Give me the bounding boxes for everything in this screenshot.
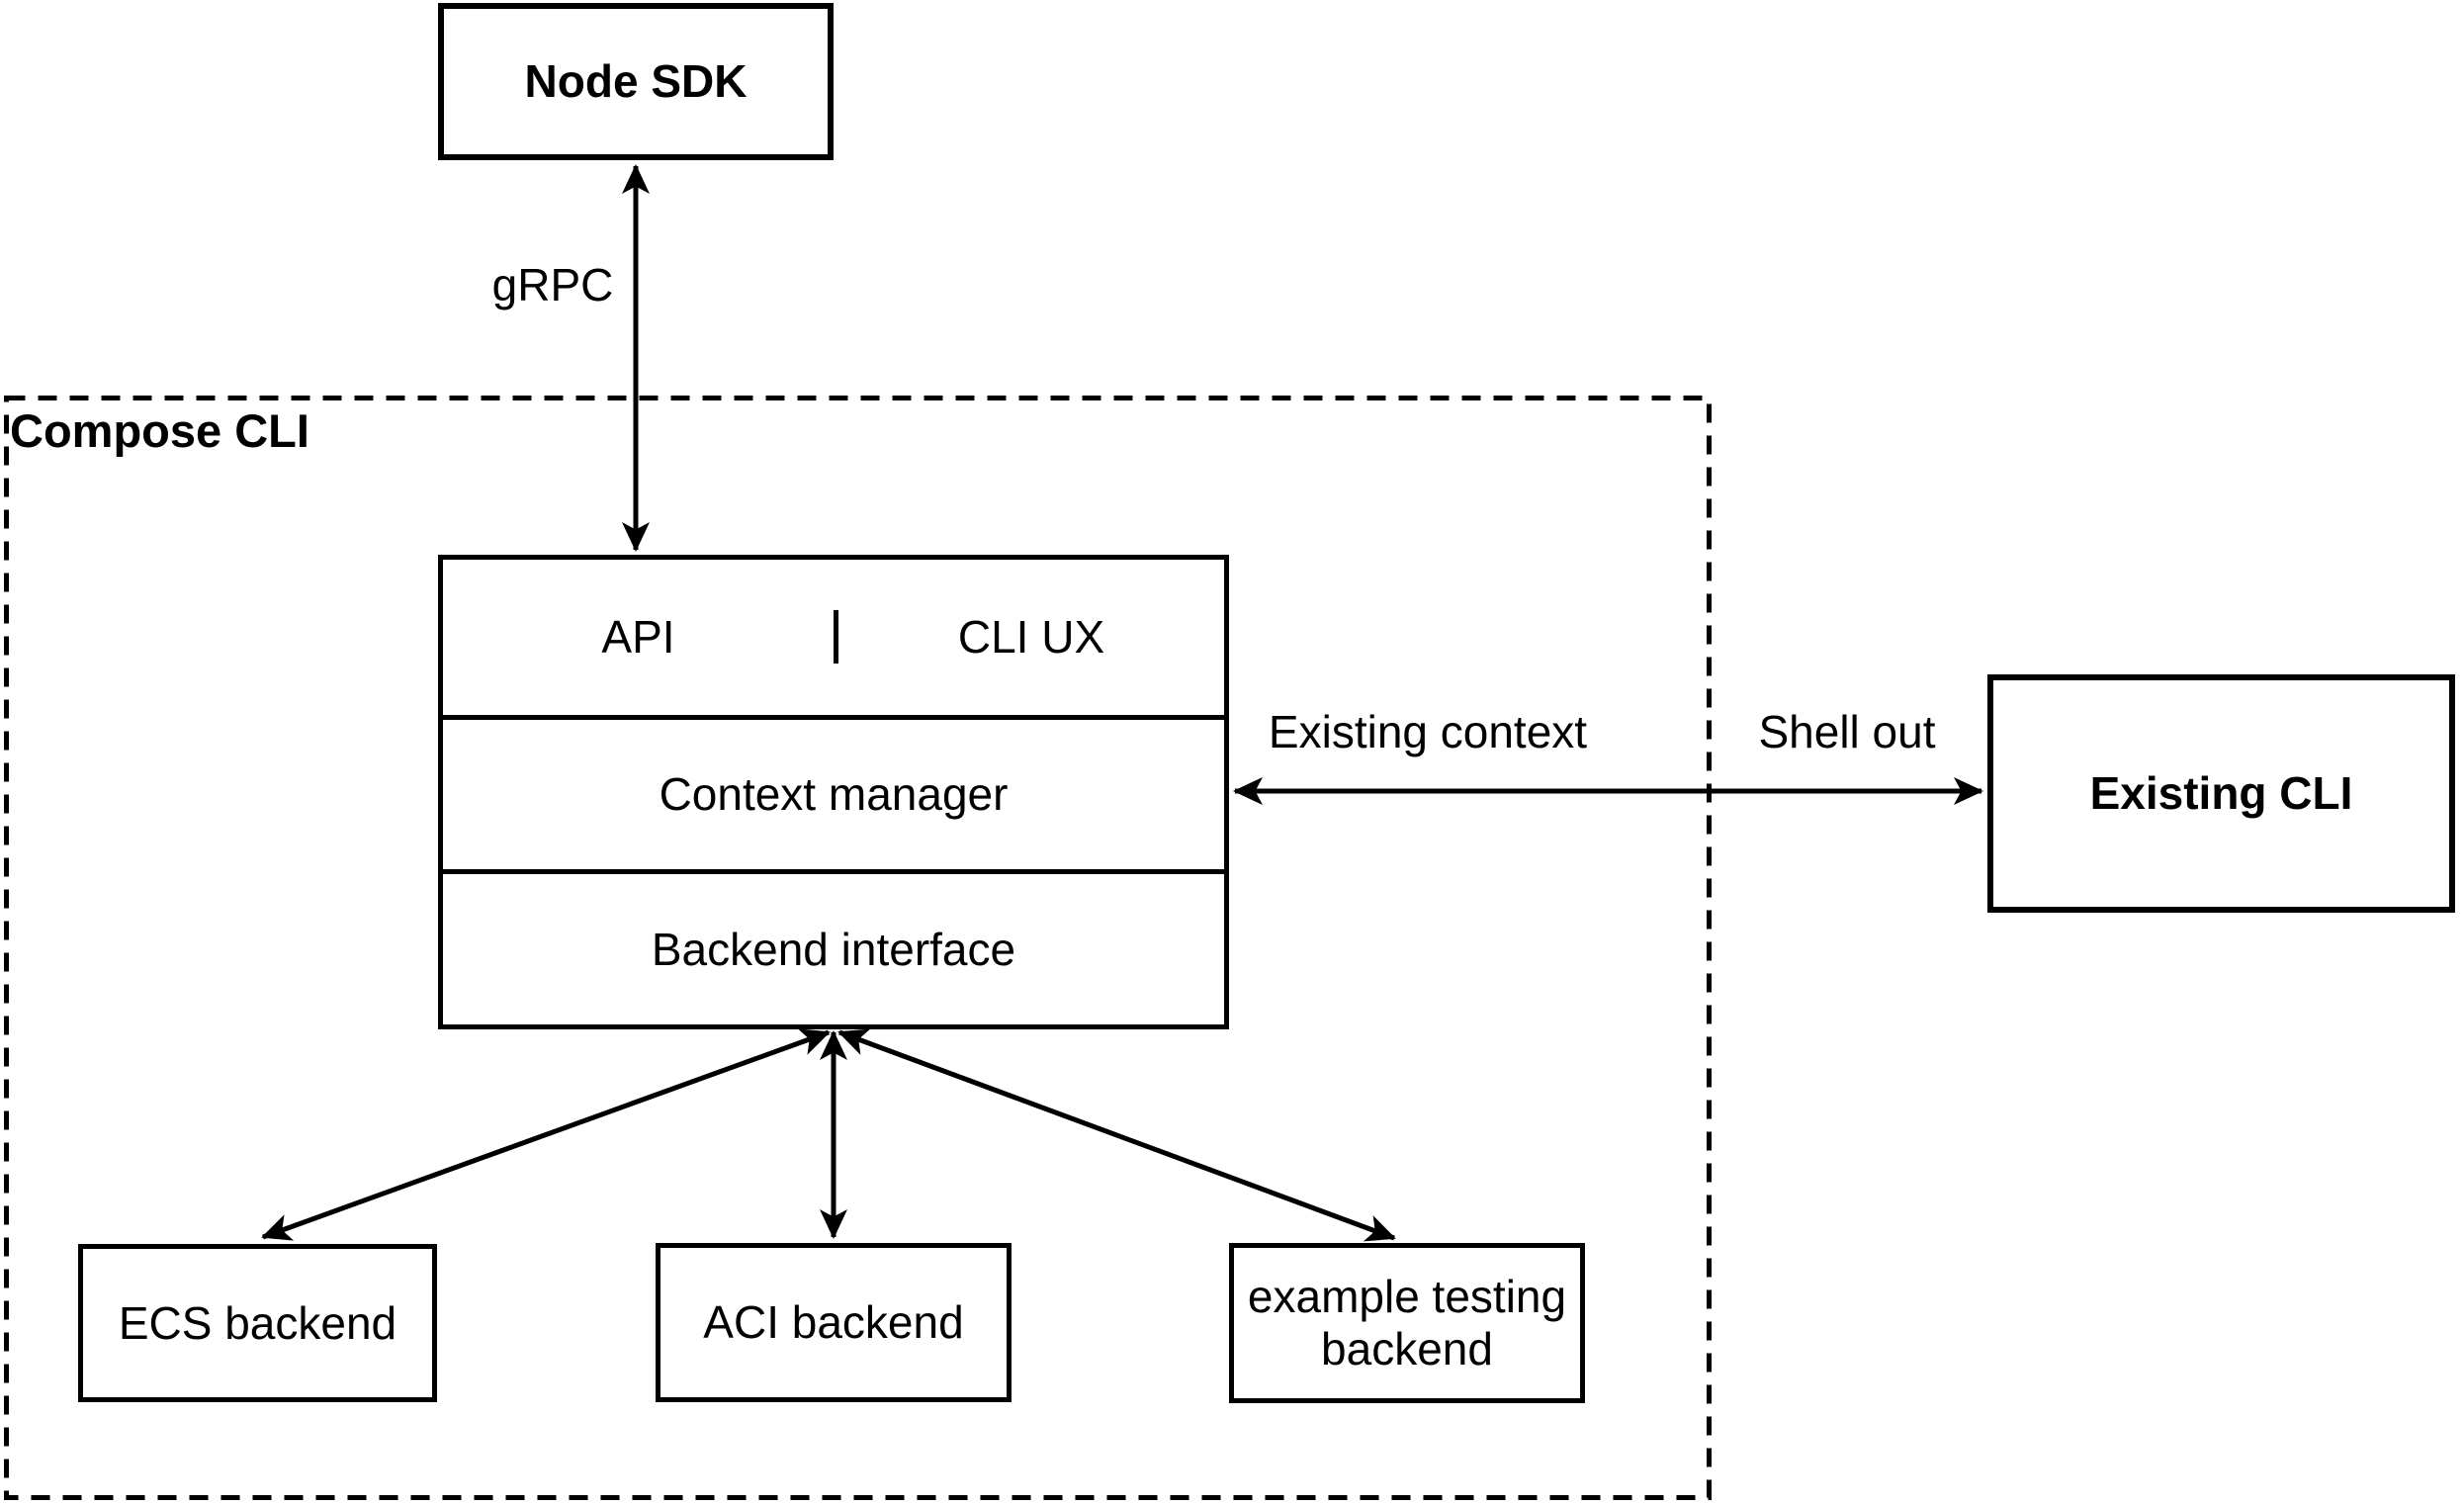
ecs-backend-label: ECS backend bbox=[118, 1296, 397, 1349]
existing-context-edge-label: Existing context bbox=[1264, 705, 1592, 758]
cli-ux-label: CLI UX bbox=[957, 611, 1105, 664]
backend-interface-label: Backend interface bbox=[651, 924, 1016, 976]
shell-out-edge-label: Shell out bbox=[1754, 705, 1940, 758]
api-label: API bbox=[601, 611, 675, 664]
compose-cli-container-label: Compose CLI bbox=[10, 404, 309, 457]
api-cell: API bbox=[443, 610, 834, 664]
cli-ux-cell: CLI UX bbox=[834, 610, 1224, 665]
node-sdk-box: Node SDK bbox=[438, 3, 834, 160]
stack-top-row: API CLI UX bbox=[443, 560, 1224, 715]
context-manager-label: Context manager bbox=[659, 768, 1009, 821]
existing-cli-box: Existing CLI bbox=[1987, 674, 2455, 913]
grpc-edge-label: gRPC bbox=[487, 258, 618, 311]
example-testing-backend-label: example testing backend bbox=[1247, 1271, 1567, 1374]
aci-backend-box: ACI backend bbox=[656, 1243, 1012, 1402]
context-manager-cell: Context manager bbox=[443, 714, 1224, 870]
example-testing-backend-arrow bbox=[837, 1028, 1396, 1242]
compose-cli-container-border bbox=[4, 396, 1712, 1500]
aci-backend-label: ACI backend bbox=[703, 1296, 964, 1349]
compose-cli-stack-box: API CLI UX Context manager Backend inter… bbox=[438, 555, 1229, 1029]
backend-interface-cell: Backend interface bbox=[443, 869, 1224, 1024]
ecs-backend-arrow bbox=[261, 1028, 831, 1241]
existing-cli-label: Existing CLI bbox=[2089, 767, 2353, 820]
example-testing-backend-box: example testing backend bbox=[1229, 1243, 1585, 1403]
ecs-backend-box: ECS backend bbox=[78, 1244, 437, 1402]
node-sdk-label: Node SDK bbox=[524, 55, 748, 108]
